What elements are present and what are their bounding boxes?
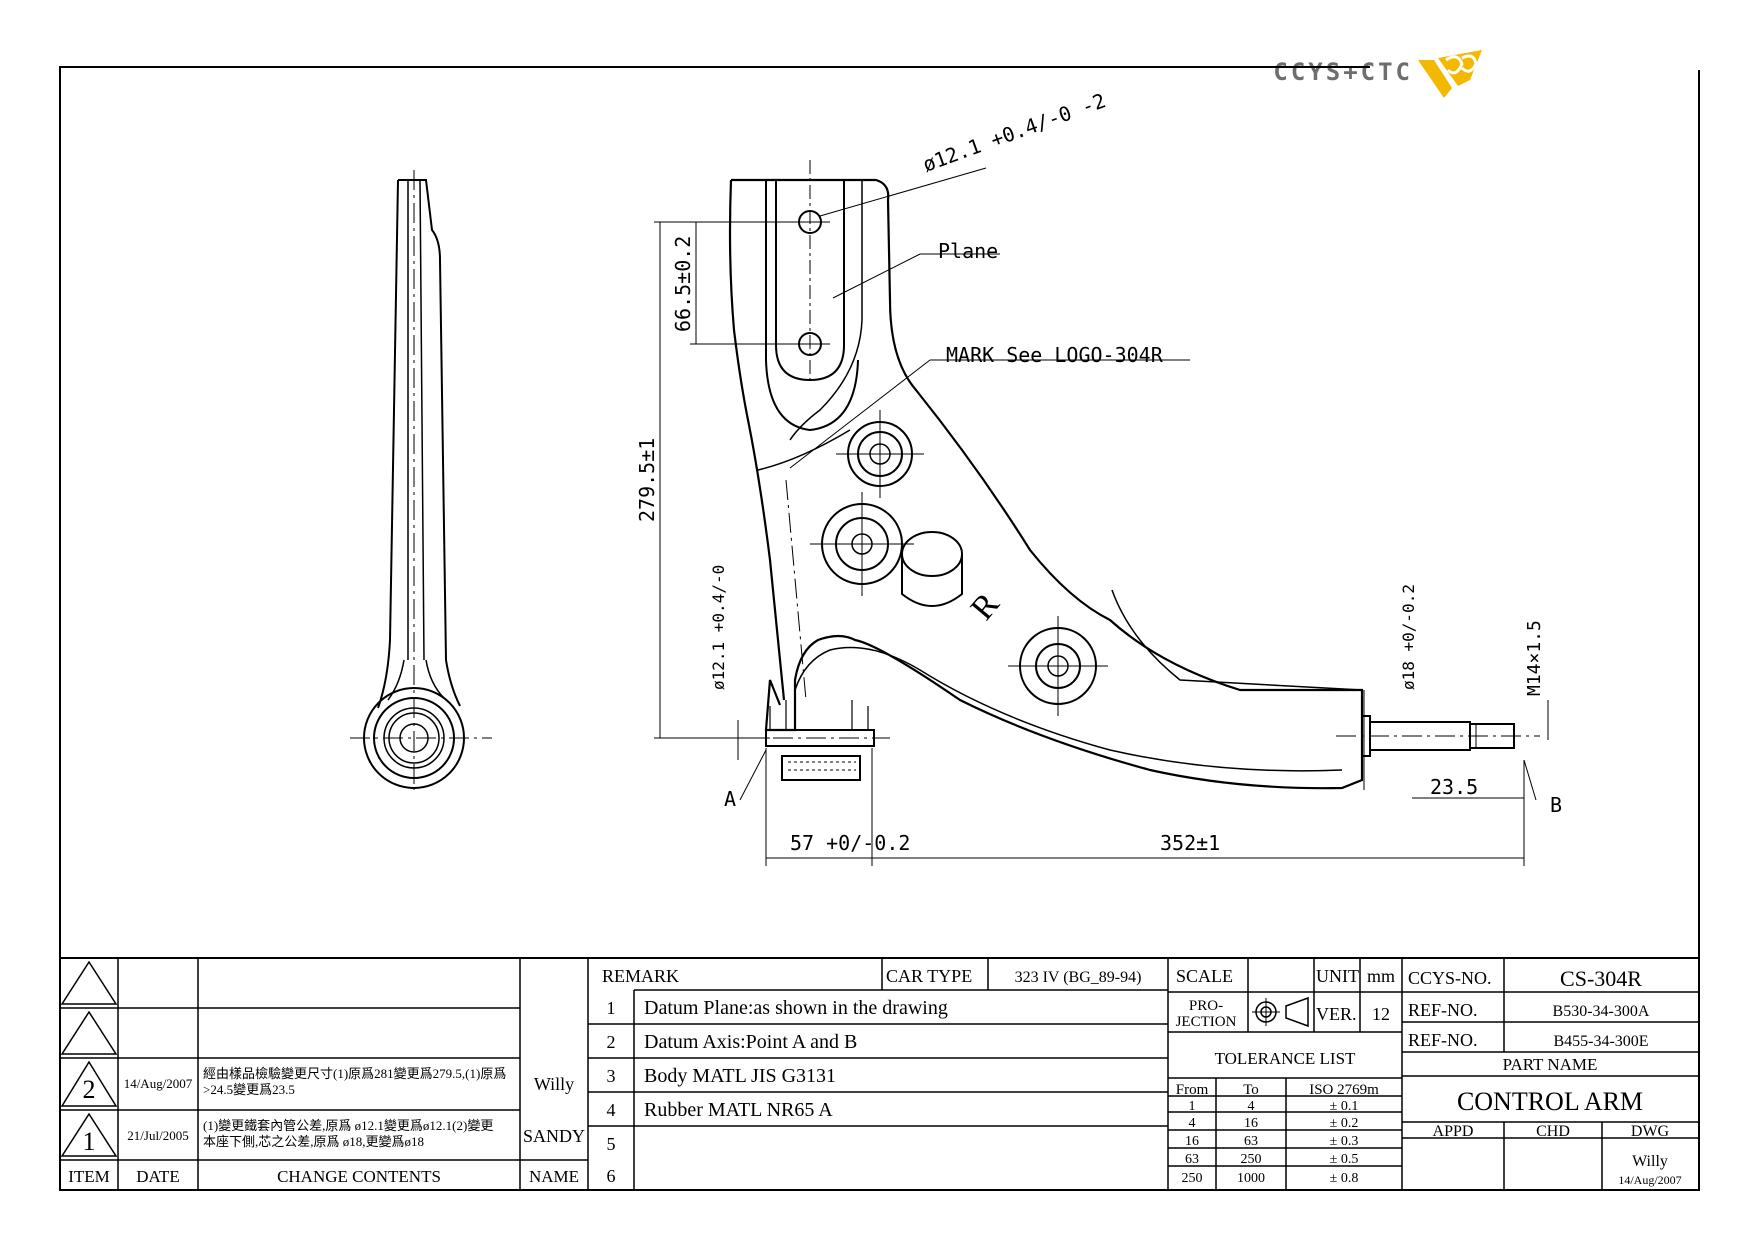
scale-label: SCALE [1176,966,1233,986]
dimension-labels: ø12.1 +0.4/-0 -2 Plane MARK See LOGO-304… [635,88,1562,855]
drawing-date: 14/Aug/2007 [1618,1173,1681,1187]
remark-number: 3 [607,1066,616,1086]
reference-number-value: B455-34-300E [1553,1033,1648,1050]
tolerance-value: ± 0.2 [1330,1116,1359,1131]
unit-value: mm [1367,966,1395,986]
tolerance-value: ± 0.3 [1330,1134,1359,1149]
tolerance-to: 16 [1244,1116,1258,1131]
taper-label: 23.5 [1430,775,1478,799]
mark-label: MARK See LOGO-304R [946,343,1164,367]
revision-date: 14/Aug/2007 [124,1076,193,1091]
checked-label: CHD [1536,1123,1570,1140]
drawn-label: DWG [1631,1123,1670,1140]
remark-text: Datum Axis:Point A and B [644,1031,857,1053]
ccys-number-value: CS-304R [1560,966,1642,991]
version-value: 12 [1372,1004,1390,1024]
revision-contents: 經由樣品檢驗變更尺寸(1)原爲281變更爲279.5,(1)原爲 [203,1066,506,1081]
part-name-value: CONTROL ARM [1457,1087,1643,1116]
revision-header-date: DATE [136,1167,179,1186]
remark-header: REMARK [602,966,679,986]
tolerance-from: 16 [1185,1134,1199,1149]
point-b-label: B [1550,793,1562,817]
revision-header-contents: CHANGE CONTENTS [277,1167,441,1186]
tolerance-to: 63 [1244,1134,1258,1149]
front-view [728,160,1540,790]
revision-delta-icon [60,960,118,1157]
revision-name: Willy [534,1074,574,1094]
remark-number: 1 [607,998,616,1018]
third-angle-projection-icon [1252,996,1309,1028]
bush-width-label: 57 +0/-0.2 [790,831,910,855]
spec-table: SCALE UNIT mm PRO- JECTION VER. 12 TOLER… [1168,958,1403,1190]
side-view [350,170,492,790]
tolerance-to: 250 [1241,1152,1262,1167]
tolerance-to: 4 [1248,1099,1255,1114]
part-name-label: PART NAME [1503,1055,1598,1074]
tolerance-value: ± 0.8 [1330,1171,1359,1186]
revision-table: 2 14/Aug/2007 經由樣品檢驗變更尺寸(1)原爲281變更爲279.5… [60,958,589,1190]
tolerance-from: 4 [1189,1116,1196,1131]
side-mark-letter: R [964,586,1007,627]
tolerance-to: 1000 [1237,1171,1265,1186]
thread-label: M14×1.5 [1524,620,1545,696]
remark-number: 2 [607,1032,616,1052]
company-logo: CCYS+CTC [1273,50,1482,98]
revision-header-item: ITEM [68,1167,110,1186]
remark-table: REMARK CAR TYPE 323 IV (BG_89-94) 1 Datu… [588,958,1169,1190]
revision-header-name: NAME [529,1167,579,1186]
overall-length-label: 352±1 [1160,831,1220,855]
revision-contents: >24.5變更爲23.5 [203,1082,295,1097]
reference-number-label: REF-NO. [1408,1000,1478,1020]
logo-mark-icon [1418,50,1482,98]
logo-text: CCYS+CTC [1273,58,1413,86]
projection-label: JECTION [1176,1014,1237,1030]
overall-height-label: 279.5±1 [635,438,659,522]
tolerance-from: 63 [1185,1152,1199,1167]
remark-text: Rubber MATL NR65 A [644,1099,833,1121]
projection-label: PRO- [1189,998,1223,1014]
approved-label: APPD [1433,1123,1474,1140]
revision-contents: (1)變更鐵套內管公差,原爲 ø12.1變更爲ø12.1(2)變更 [203,1118,493,1133]
ccys-number-label: CCYS-NO. [1408,968,1492,988]
title-block: CCYS-NO. CS-304R REF-NO. B530-34-300A RE… [1402,958,1699,1190]
remark-number: 4 [607,1100,616,1120]
hole-diameter-label: ø12.1 +0.4/-0 -2 [920,88,1109,176]
reference-number-label: REF-NO. [1408,1030,1478,1050]
remark-text: Body MATL JIS G3131 [644,1065,836,1087]
bush-hole-label: ø12.1 +0.4/-0 [709,565,728,690]
plane-label: Plane [938,239,998,263]
tolerance-value: ± 0.5 [1330,1152,1359,1167]
revision-item: 1 [83,1127,96,1156]
car-type-value: 323 IV (BG_89-94) [1015,969,1142,986]
drawn-by-value: Willy [1632,1153,1668,1170]
hole-spacing-label: 66.5±0.2 [671,236,695,332]
car-type-label: CAR TYPE [886,966,972,986]
revision-contents: 本座下側,芯之公差,原爲 ø18,更變爲ø18 [203,1134,424,1149]
revision-item: 2 [83,1075,96,1104]
point-a-label: A [724,787,736,811]
remark-text: Datum Plane:as shown in the drawing [644,997,948,1019]
revision-name: SANDY [523,1126,585,1146]
tolerance-header-from: From [1176,1082,1209,1098]
ball-diameter-label: ø18 +0/-0.2 [1399,584,1418,690]
tolerance-header-to: To [1243,1082,1259,1098]
tolerance-title: TOLERANCE LIST [1215,1049,1356,1068]
version-label: VER. [1316,1004,1357,1024]
tolerance-header-standard: ISO 2769m [1309,1082,1379,1098]
remark-number: 6 [607,1166,616,1186]
unit-label: UNIT [1316,966,1359,986]
reference-number-value: B530-34-300A [1553,1003,1650,1020]
sheet-border [59,66,1700,1191]
dimensions [654,221,1549,866]
tolerance-from: 250 [1182,1171,1203,1186]
tolerance-from: 1 [1189,1099,1196,1114]
tolerance-value: ± 0.1 [1330,1099,1359,1114]
remark-number: 5 [607,1134,616,1154]
revision-date: 21/Jul/2005 [127,1128,188,1143]
